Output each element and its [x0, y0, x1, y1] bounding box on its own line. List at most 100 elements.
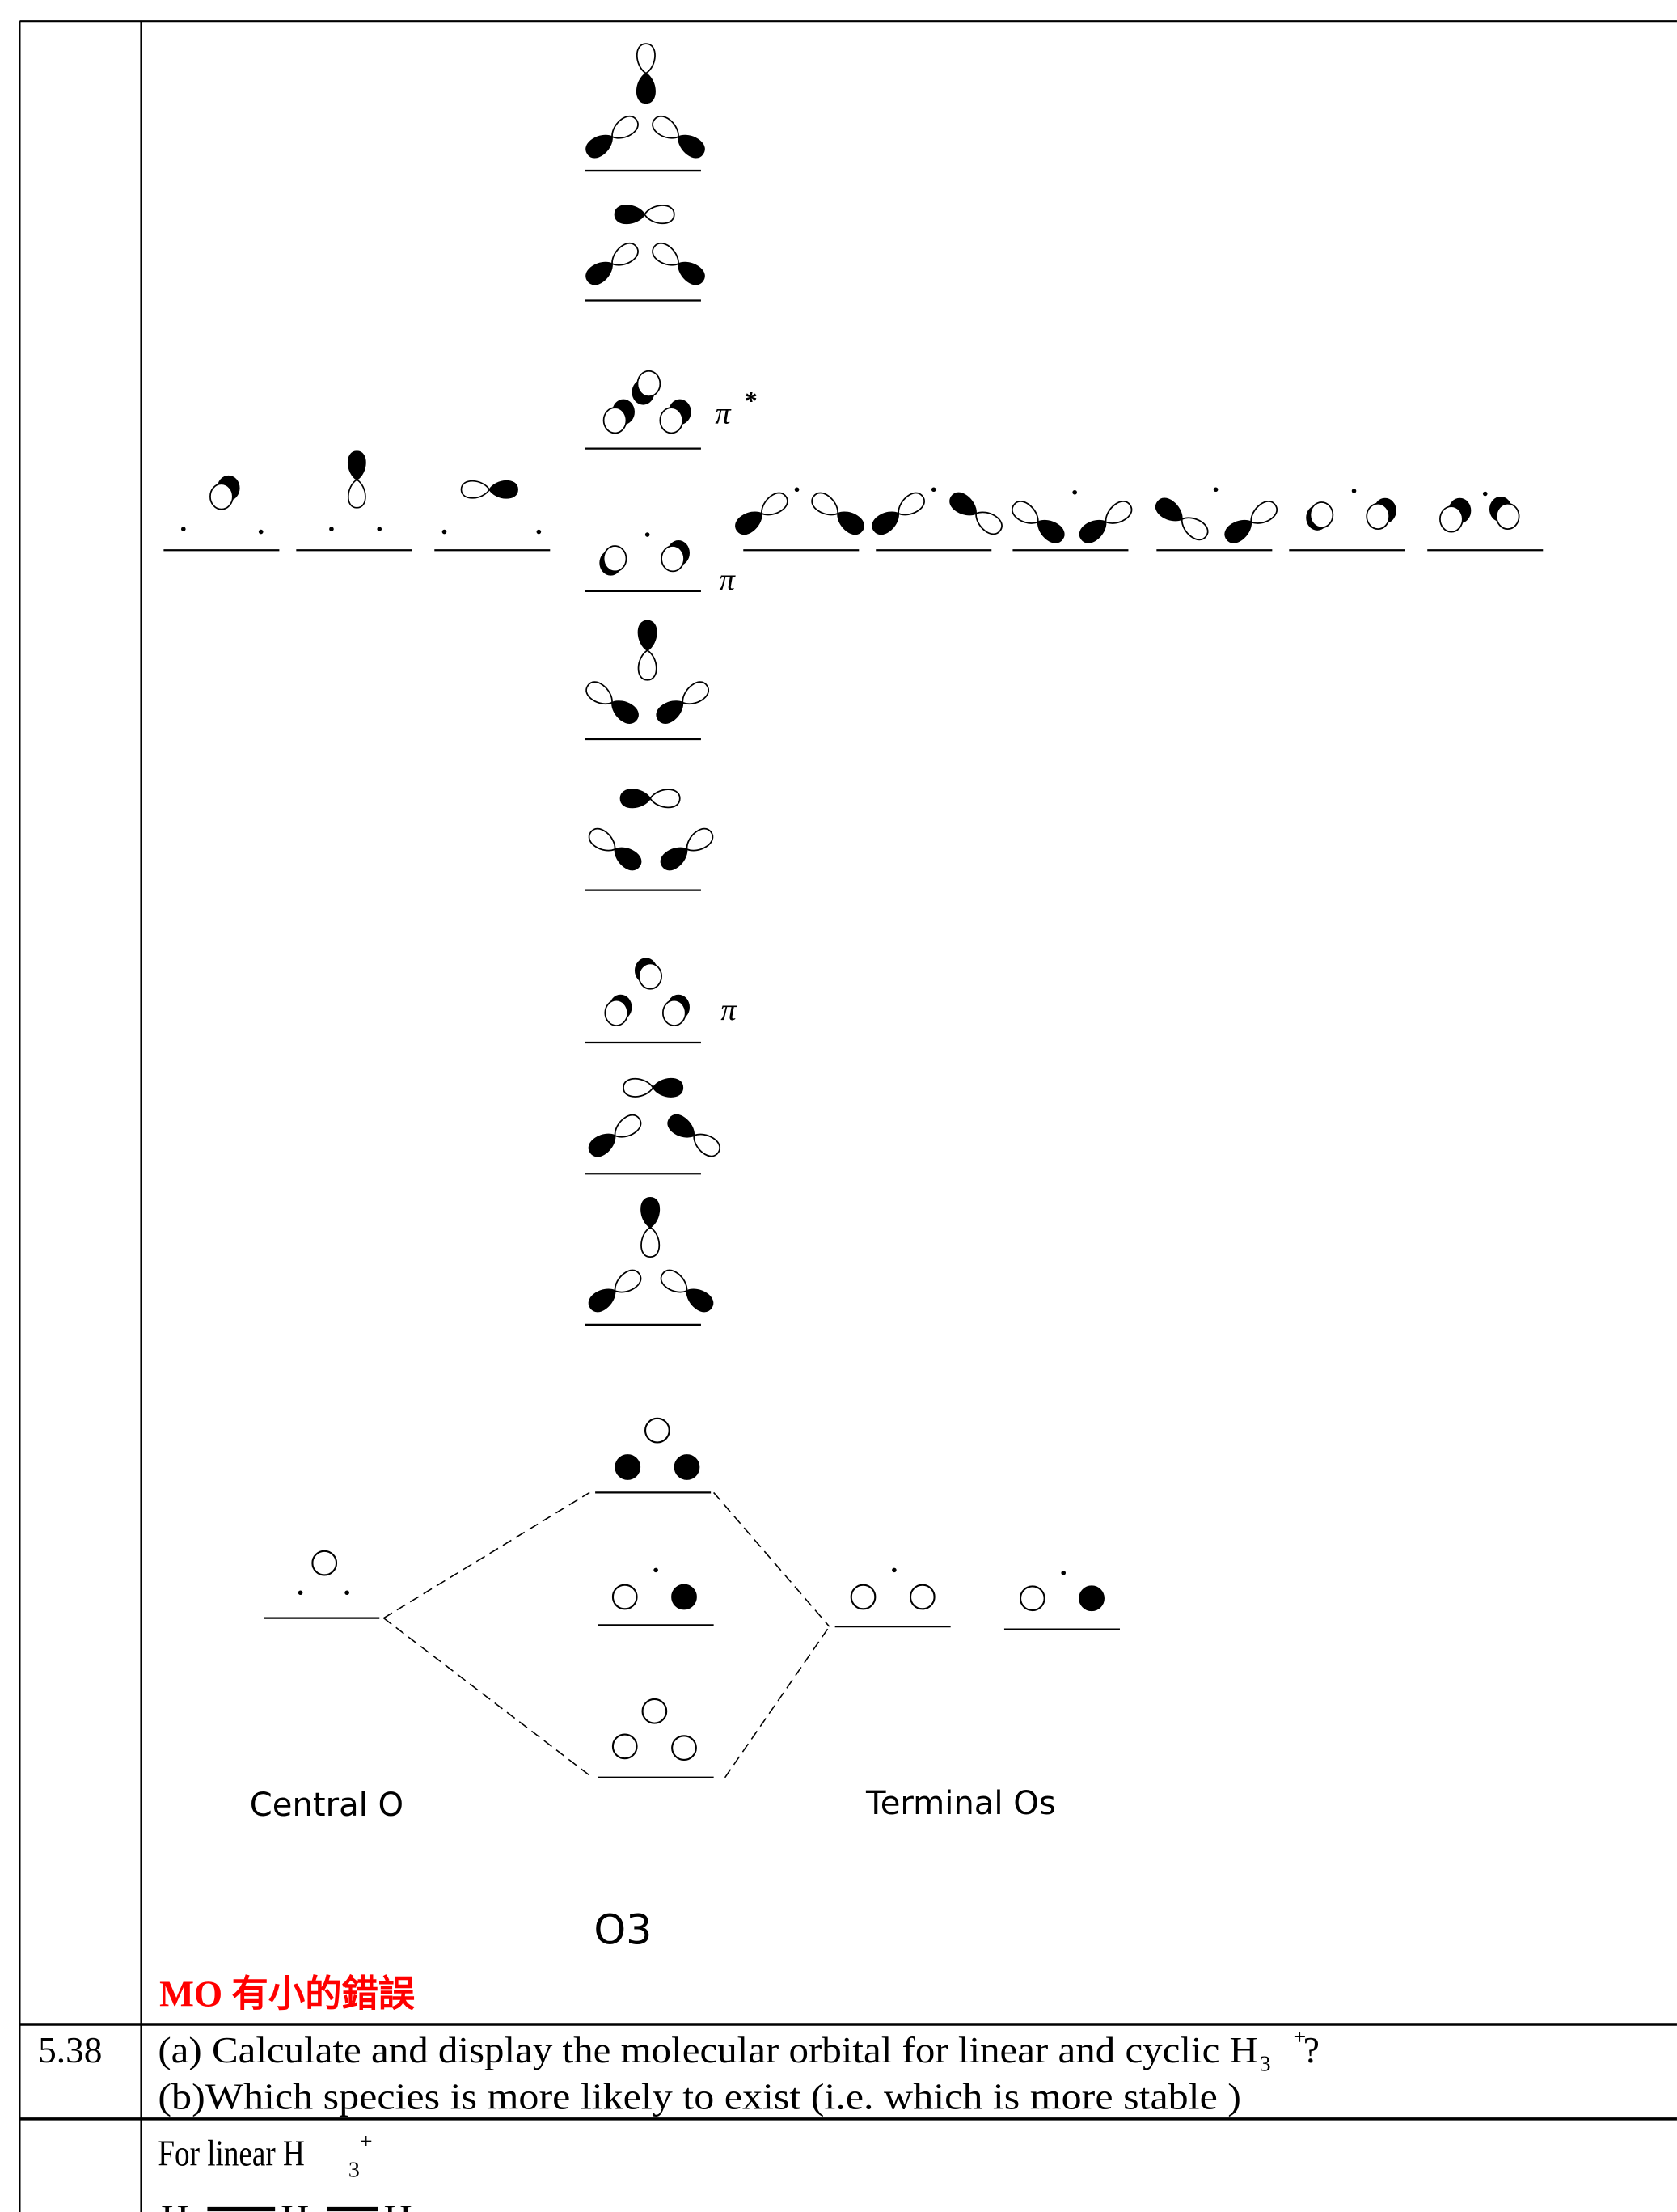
open-lobe-icon: [1105, 501, 1133, 524]
nucleus-dot-icon: [344, 1590, 349, 1596]
endon-p-orbital-icon: [632, 370, 661, 405]
p-orbital-icon: [636, 43, 656, 104]
open-lobe-icon: [1309, 501, 1334, 529]
filled-s-orbital-icon: [674, 1454, 700, 1480]
problem-part-a-end: ?: [1303, 2030, 1320, 2070]
p-orbital-icon: [949, 492, 1003, 535]
p-orbital-icon: [585, 681, 639, 724]
nucleus-dot-icon: [536, 529, 542, 535]
endon-p-orbital-icon: [1366, 497, 1396, 530]
endon-p-orbital-icon: [1306, 501, 1334, 531]
filled-lobe-icon: [678, 261, 705, 285]
problem-part-a-subscript: 3: [1260, 2052, 1271, 2077]
p-orbital-icon: [619, 789, 681, 809]
p-orbital-icon: [1224, 501, 1278, 543]
nucleus-dot-icon: [1351, 489, 1357, 493]
p-orbital-icon: [585, 242, 639, 285]
filled-lobe-icon: [1155, 497, 1183, 522]
filled-lobe-icon: [872, 511, 900, 535]
nucleus-dot-icon: [258, 529, 264, 535]
open-lobe-icon: [1012, 501, 1039, 524]
chain-atom-1: H: [161, 2196, 189, 2212]
open-lobe-icon: [652, 115, 679, 139]
open-lobe-icon: [604, 999, 629, 1026]
nucleus-dot-icon: [644, 532, 650, 537]
filled-lobe-icon: [656, 700, 684, 724]
open-s-orbital-icon: [611, 1584, 638, 1610]
open-lobe-icon: [661, 999, 686, 1026]
open-s-orbital-icon: [671, 1735, 697, 1762]
p-orbital-icon: [588, 827, 642, 871]
filled-lobe-icon: [614, 205, 646, 225]
open-lobe-icon: [1366, 502, 1391, 530]
filled-lobe-icon: [636, 72, 656, 104]
open-lobe-icon: [1495, 502, 1520, 530]
nucleus-dot-icon: [441, 529, 447, 535]
pi-star-label: π: [715, 396, 732, 430]
open-lobe-icon: [611, 115, 639, 139]
open-lobe-icon: [636, 43, 656, 74]
open-lobe-icon: [347, 479, 366, 509]
linear-h3-chain: H 1 H 2 H 3: [161, 2196, 412, 2212]
nucleus-dot-icon: [1213, 487, 1219, 493]
open-lobe-icon: [898, 492, 925, 516]
open-lobe-icon: [588, 827, 616, 852]
open-lobe-icon: [640, 1226, 661, 1258]
filled-lobe-icon: [611, 700, 639, 724]
filled-lobe-icon: [652, 1077, 684, 1098]
nucleus-dot-icon: [181, 527, 186, 531]
pi-star-asterisk: *: [745, 387, 758, 415]
open-lobe-icon: [682, 681, 710, 704]
nucleus-dot-icon: [1061, 1571, 1067, 1575]
filled-lobe-icon: [660, 847, 688, 871]
open-s-orbital-icon: [641, 1698, 668, 1724]
open-lobe-icon: [611, 242, 639, 266]
filled-lobe-icon: [678, 134, 705, 159]
endon-p-orbital-icon: [1489, 496, 1520, 530]
problem-part-b: (b)Which species is more likely to exist…: [158, 2077, 1241, 2117]
answer-heading: For linear H: [158, 2133, 304, 2173]
filled-lobe-icon: [1224, 520, 1252, 543]
nucleus-dot-icon: [1482, 491, 1488, 497]
table-grid: [19, 20, 1677, 2212]
p-orbital-icon: [660, 827, 714, 871]
nucleus-dot-icon: [794, 487, 800, 493]
terminal-os-label: Terminal Os: [865, 1785, 1056, 1822]
open-s-orbital-icon: [850, 1584, 877, 1610]
filled-lobe-icon: [614, 847, 642, 871]
endon-p-orbital-icon: [659, 399, 691, 434]
endon-p-orbital-icon: [602, 399, 635, 434]
p-orbital-icon: [667, 1114, 720, 1157]
filled-lobe-icon: [686, 1288, 714, 1313]
filled-s-orbital-icon: [615, 1454, 641, 1480]
mo-diagram: [163, 43, 1544, 1778]
p-orbital-icon: [623, 1077, 684, 1098]
open-lobe-icon: [460, 480, 491, 499]
filled-lobe-icon: [588, 1288, 616, 1313]
open-s-orbital-icon: [644, 1417, 670, 1444]
nucleus-dot-icon: [377, 527, 382, 531]
p-orbital-icon: [585, 115, 639, 159]
p-orbital-icon: [614, 205, 675, 225]
endon-p-orbital-icon: [604, 994, 632, 1026]
p-orbital-icon: [588, 1269, 642, 1313]
filled-lobe-icon: [488, 480, 518, 499]
endon-p-orbital-icon: [599, 545, 627, 576]
correlation-dashed-line: [713, 1491, 830, 1627]
problem-number: 5.38: [38, 2030, 102, 2070]
endon-p-orbital-icon: [634, 958, 662, 990]
open-lobe-icon: [585, 681, 613, 704]
open-lobe-icon: [660, 1269, 688, 1293]
open-lobe-icon: [1181, 517, 1209, 541]
filled-lobe-icon: [837, 511, 864, 535]
filled-lobe-icon: [949, 492, 977, 516]
open-lobe-icon: [652, 242, 679, 266]
open-lobe-icon: [1439, 505, 1464, 533]
endon-p-orbital-icon: [1439, 497, 1472, 533]
filled-lobe-icon: [585, 261, 613, 285]
filled-lobe-icon: [585, 134, 613, 159]
open-s-orbital-icon: [1019, 1585, 1045, 1612]
p-orbital-icon: [811, 492, 864, 535]
open-lobe-icon: [761, 492, 788, 516]
correlation-dashed-line: [724, 1626, 830, 1778]
